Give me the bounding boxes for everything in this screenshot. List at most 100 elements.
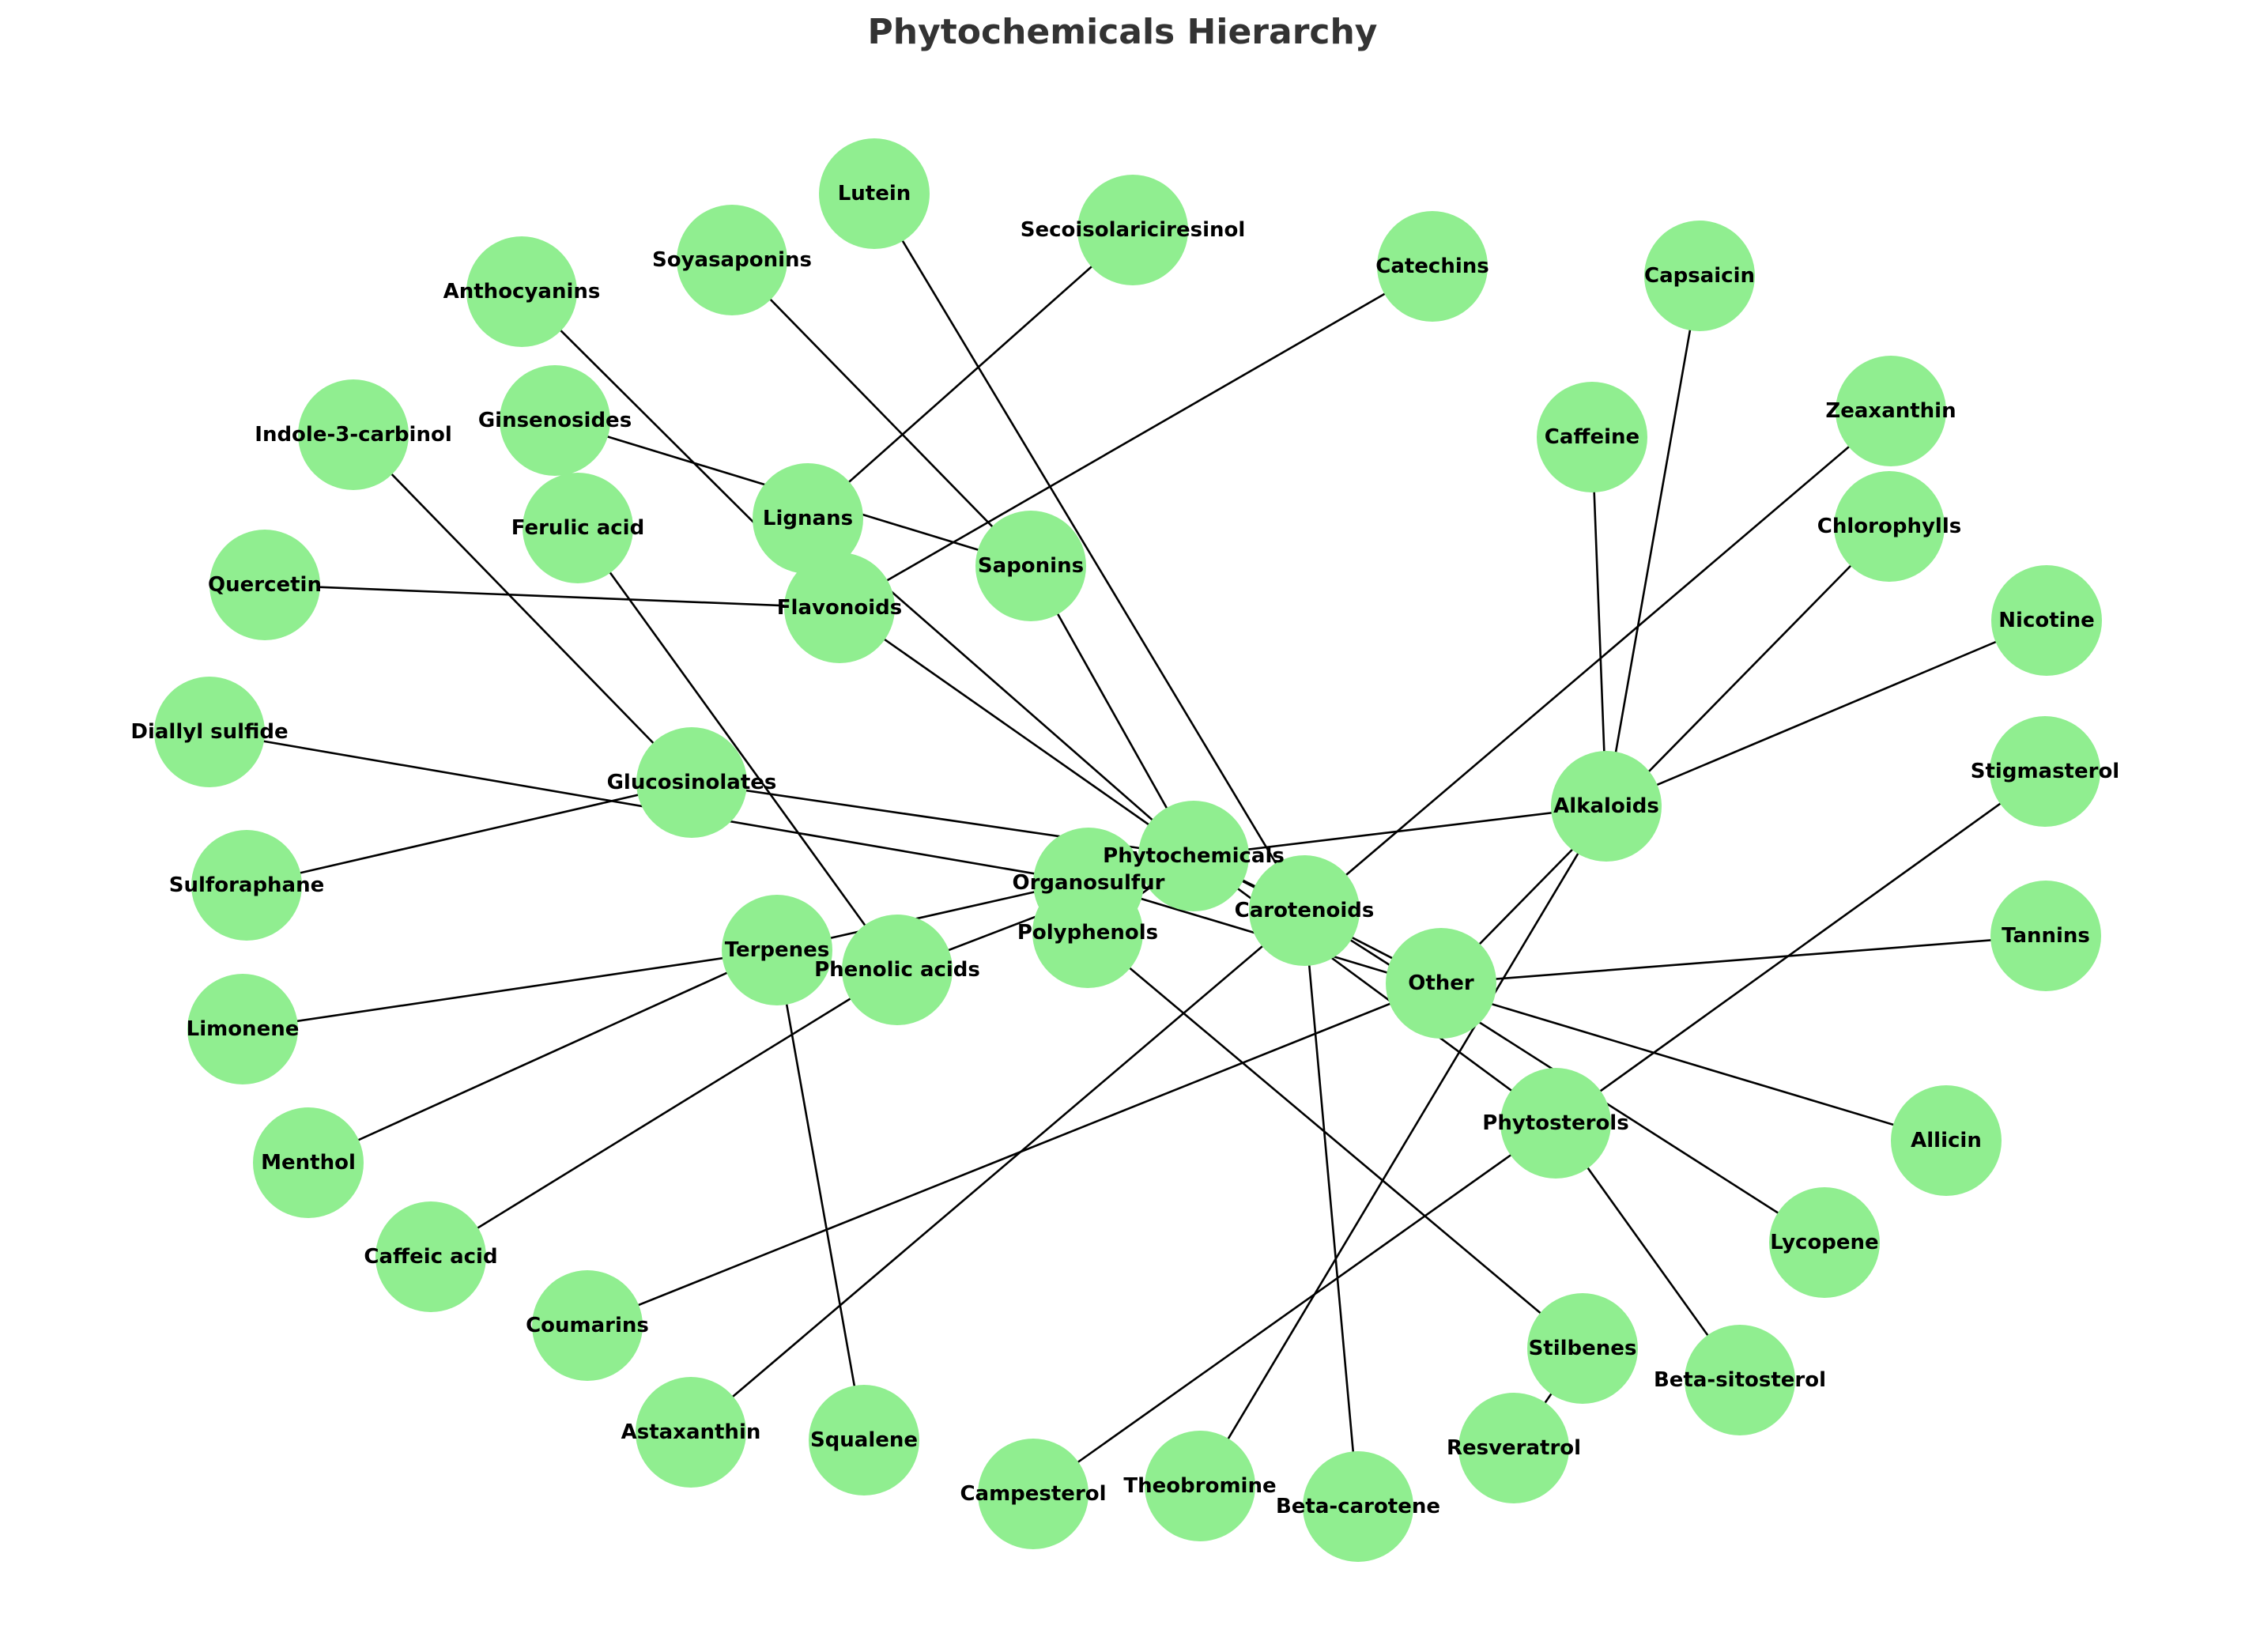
node-chlorophylls — [1834, 471, 1945, 582]
edge-carotenoids-to-astaxanthin — [690, 910, 1305, 1433]
node-theobromine — [1145, 1431, 1255, 1541]
node-diallyl-sulfide — [154, 677, 265, 787]
node-caffeic-acid — [375, 1201, 486, 1312]
node-zeaxanthin — [1836, 356, 1946, 466]
edge-phytochemicals-to-saponins — [1029, 565, 1195, 857]
node-anthocyanins — [466, 236, 577, 347]
node-saponins — [975, 511, 1086, 621]
node-astaxanthin — [636, 1377, 746, 1488]
node-indole-3-carbinol — [298, 379, 409, 490]
node-lutein — [819, 138, 930, 249]
node-label-ferulic-acid: Ferulic acid — [511, 516, 644, 540]
node-label-theobromine: Theobromine — [1123, 1474, 1276, 1498]
node-caffeine — [1537, 382, 1647, 492]
node-label-nicotine: Nicotine — [1998, 609, 2094, 632]
node-label-flavonoids: Flavonoids — [777, 596, 902, 620]
node-label-catechins: Catechins — [1375, 255, 1489, 278]
node-label-beta-sitosterol: Beta-sitosterol — [1654, 1368, 1826, 1392]
edge-other-to-chlorophylls — [1440, 526, 1890, 984]
node-label-quercetin: Quercetin — [208, 573, 322, 597]
node-label-caffeine: Caffeine — [1545, 425, 1639, 449]
node-catechins — [1377, 211, 1488, 322]
edge-terpenes-to-menthol — [308, 949, 778, 1164]
edge-phytosterols-to-stigmasterol — [1555, 770, 2046, 1125]
node-sulforaphane — [191, 830, 302, 941]
node-nicotine — [1991, 565, 2102, 676]
edge-flavonoids-to-catechins — [839, 265, 1433, 609]
node-label-stilbenes: Stilbenes — [1529, 1337, 1637, 1360]
node-label-secoisolariciresinol: Secoisolariciresinol — [1021, 218, 1246, 242]
node-label-carotenoids: Carotenoids — [1235, 899, 1375, 922]
node-ferulic-acid — [523, 473, 633, 583]
edge-phenolic-acids-to-ferulic-acid — [576, 527, 899, 971]
edge-carotenoids-to-zeaxanthin — [1304, 410, 1892, 911]
node-squalene — [809, 1385, 919, 1495]
node-label-ginsenosides: Ginsenosides — [478, 409, 632, 432]
node-label-zeaxanthin: Zeaxanthin — [1825, 399, 1956, 423]
node-resveratrol — [1458, 1393, 1569, 1503]
node-phytosterols — [1500, 1068, 1611, 1179]
edge-other-to-tannins — [1440, 934, 2047, 985]
node-label-allicin: Allicin — [1911, 1129, 1982, 1152]
node-capsaicin — [1644, 221, 1755, 331]
edge-organosulfur-to-allicin — [1088, 881, 1947, 1142]
node-label-other: Other — [1408, 971, 1474, 995]
node-label-terpenes: Terpenes — [725, 938, 830, 962]
node-label-chlorophylls: Chlorophylls — [1817, 515, 1961, 538]
node-label-phenolic-acids: Phenolic acids — [814, 958, 980, 982]
edge-alkaloids-to-nicotine — [1605, 619, 2047, 808]
nodes-layer: Phytochemicals Alkaloids FlavonoidsCaroten… — [130, 138, 2119, 1562]
node-label-organosulfur: Organosulfur — [1013, 871, 1165, 895]
node-label-soyasaponins: Soyasaponins — [652, 248, 812, 272]
node-carotenoids — [1249, 855, 1360, 966]
edge-flavonoids-to-quercetin — [264, 583, 840, 609]
node-label-sulforaphane: Sulforaphane — [169, 873, 325, 897]
node-ginsenosides — [500, 365, 610, 476]
node-beta-carotene — [1303, 1451, 1413, 1562]
edge-alkaloids-to-theobromine — [1198, 805, 1608, 1487]
node-label-astaxanthin: Astaxanthin — [621, 1420, 761, 1444]
node-lycopene — [1769, 1187, 1880, 1298]
edge-alkaloids-to-caffeine — [1590, 436, 1608, 807]
edge-phytochemicals-to-alkaloids — [1193, 805, 1607, 858]
edge-other-to-coumarins — [587, 982, 1442, 1327]
edge-carotenoids-to-beta-carotene — [1303, 910, 1360, 1507]
node-soyasaponins — [677, 205, 787, 315]
node-alkaloids — [1551, 751, 1662, 862]
node-label-capsaicin: Capsaicin — [1644, 264, 1755, 288]
node-polyphenols — [1032, 877, 1143, 988]
node-label-phytochemicals: Phytochemicals — [1103, 844, 1285, 868]
node-label-caffeic-acid: Caffeic acid — [364, 1245, 497, 1269]
node-label-glucosinolates: Glucosinolates — [607, 771, 777, 794]
node-label-menthol: Menthol — [261, 1151, 356, 1175]
edge-phytochemicals-to-flavonoids — [839, 606, 1194, 858]
node-menthol — [253, 1107, 364, 1218]
node-label-indole-3-carbinol: Indole-3-carbinol — [255, 423, 451, 447]
node-label-tannins: Tannins — [2002, 924, 2090, 948]
node-terpenes — [722, 895, 832, 1005]
node-label-saponins: Saponins — [978, 554, 1084, 578]
node-tannins — [1990, 881, 2101, 991]
node-allicin — [1891, 1085, 2002, 1196]
edge-alkaloids-to-capsaicin — [1605, 275, 1701, 807]
node-label-coumarins: Coumarins — [526, 1314, 649, 1337]
node-label-polyphenols: Polyphenols — [1017, 921, 1158, 945]
edge-phytosterols-to-campesterol — [1032, 1122, 1556, 1495]
edge-polyphenols-to-stilbenes — [1087, 932, 1583, 1349]
node-secoisolariciresinol — [1077, 175, 1188, 285]
node-label-stigmasterol: Stigmasterol — [1971, 760, 2119, 783]
node-label-beta-carotene: Beta-carotene — [1276, 1495, 1440, 1518]
node-quercetin — [209, 530, 320, 640]
edge-terpenes-to-limonene — [242, 949, 778, 1031]
node-label-lignans: Lignans — [763, 507, 853, 530]
node-label-lutein: Lutein — [838, 182, 911, 206]
edge-saponins-to-soyasaponins — [731, 259, 1032, 567]
node-label-resveratrol: Resveratrol — [1447, 1436, 1581, 1460]
edge-carotenoids-to-lutein — [873, 193, 1306, 911]
node-other — [1386, 928, 1496, 1039]
node-phytochemicals — [1138, 801, 1249, 911]
edge-phenolic-acids-to-caffeic-acid — [430, 968, 898, 1258]
node-label-alkaloids: Alkaloids — [1553, 794, 1659, 818]
node-stilbenes — [1527, 1293, 1638, 1404]
